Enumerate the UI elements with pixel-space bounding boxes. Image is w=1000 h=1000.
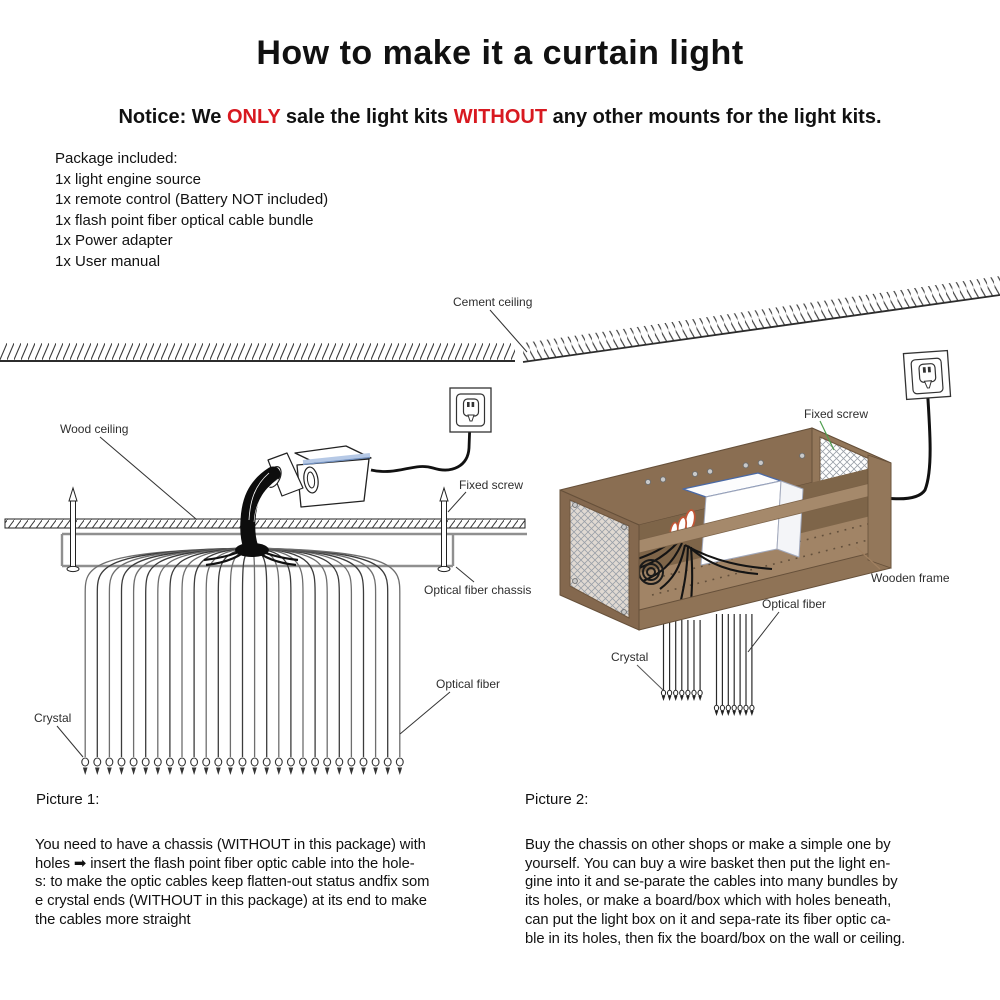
plug-icon [462,398,480,417]
plug-icon [918,363,937,383]
package-item: 1x remote control (Battery NOT included) [55,191,329,209]
package-item: 1x Power adapter [55,232,173,250]
package-list: Package included: 1x light engine source… [55,149,328,273]
text-line: Buy the chassis on other shops or make a… [525,837,891,853]
text-line: ble in its holes, then fix the board/box… [525,930,906,947]
text-line: its holes, or make a board/box which wit… [525,893,892,910]
frame-right-post [867,454,892,569]
package-item: 1x User manual [55,252,161,270]
power-cord-left [370,420,472,473]
package-item: 1x light engine source [55,170,201,188]
notice-mid: sale the light kits [280,106,454,128]
notice-suffix: any other mounts for the light kits. [547,106,882,128]
power-outlet-left [449,387,492,433]
text-line: yourself. You can buy a wire basket then… [525,855,891,872]
picture2-diagram: Fixed screw Wooden frame Optical fiber C… [559,349,952,716]
picture2-text: Buy the chassis on other shops or make a… [525,836,905,948]
text-line: You need to have a chassis (WITHOUT in t… [35,837,426,853]
notice-prefix: Notice: We [118,106,227,128]
label-wooden-frame: Wooden frame [871,571,950,585]
label-cement-ceiling: Cement ceiling [453,295,532,309]
cement-ceiling-drawing: Cement ceiling [0,276,1000,363]
fiber-chassis [60,532,527,568]
notice-without: WITHOUT [453,106,548,128]
text-line: gine into it and se-parate the cables in… [525,874,898,891]
label-optical-fiber-chassis: Optical fiber chassis [424,583,531,597]
text-line: can put the light box on it and sepa-rat… [525,911,891,928]
package-item: 1x flash point fiber optical cable bundl… [55,211,314,229]
page-title: How to make it a curtain light [256,34,744,72]
optical-fibers-left [81,547,404,775]
light-engine-box-left [266,445,372,508]
lid-screws [644,446,840,486]
fixed-screw-nail-left [66,486,80,573]
fiber-bundle-right-2 [713,614,755,716]
label-crystal-left: Crystal [34,711,71,725]
picture2-label: Picture 2: [525,791,589,808]
notice-line: Notice: We ONLY sale the light kits WITH… [0,106,1000,129]
label-optical-fiber-right: Optical fiber [762,597,826,611]
fixed-screw-nail-right [437,486,451,573]
label-fixed-screw-left: Fixed screw [459,478,523,492]
fiber-bundle [240,466,281,556]
label-wood-ceiling: Wood ceiling [60,422,128,436]
text-line: e crystal ends (WITHOUT in this package)… [35,893,427,910]
label-optical-fiber-left: Optical fiber [436,677,500,691]
text-line: holes ➡ insert the flash point fiber opt… [35,855,415,872]
notice-only: ONLY [227,106,281,128]
power-outlet-right [902,349,952,401]
picture2-labels: Fixed screw Wooden frame Optical fiber C… [611,407,950,691]
label-fixed-screw-right: Fixed screw [804,407,868,421]
picture1-diagram: Wood ceiling Fixed screw Optical fiber c… [4,387,531,775]
picture1-labels: Wood ceiling Fixed screw Optical fiber c… [34,422,531,758]
text-line: s: to make the optic cables keep flatten… [35,874,430,891]
fiber-bundle-right-1 [660,620,703,701]
picture1-label: Picture 1: [36,791,100,808]
picture1-text: You need to have a chassis (WITHOUT in t… [35,836,429,930]
package-heading: Package included: [55,150,178,167]
text-line: the cables more straight [35,911,191,928]
wooden-frame-left-end [559,489,640,631]
cables-inside-frame [639,537,773,604]
wood-ceiling-strip [4,518,526,529]
label-crystal-right: Crystal [611,650,648,664]
